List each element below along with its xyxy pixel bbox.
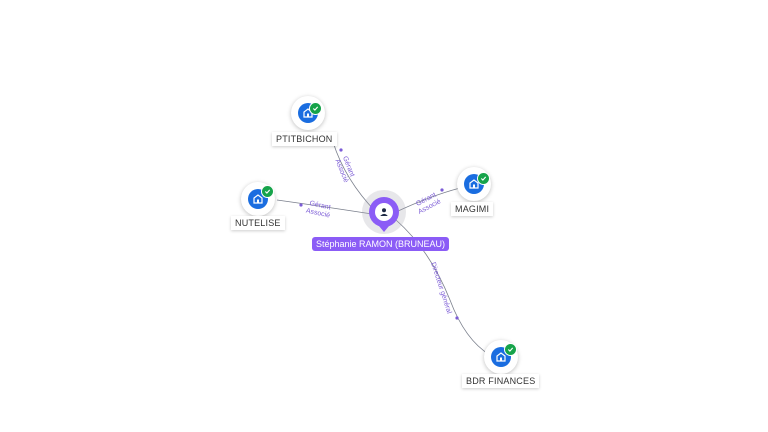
edge-label-bdr-finances: Directeur général [429,261,452,315]
person-badge[interactable] [369,197,399,232]
company-node-ptitbichon[interactable]: PTITBICHON [272,96,342,150]
edge-nutelise [276,199,373,215]
edge-arrow-bdr-finances [455,316,459,320]
company-node-magimi[interactable]: MAGIMI [451,167,501,221]
check-icon [504,343,517,356]
edge-arrow-magimi [440,188,444,192]
company-node-bdr-finances[interactable]: BDR FINANCES [462,338,542,392]
edge-magimi [395,187,461,213]
edge-arrow-nutelise [299,203,303,207]
edge-label-nutelise-1: Gérant [309,200,331,211]
person-halo[interactable] [362,190,406,234]
person-icon [375,203,393,221]
company-badge[interactable] [291,96,325,130]
check-icon [477,172,490,185]
check-icon [309,102,322,115]
person-label[interactable]: Stéphanie RAMON (BRUNEAU) [312,237,450,251]
company-label[interactable]: PTITBICHON [272,132,337,146]
company-node-nutelise[interactable]: NUTELISE [231,182,291,236]
check-icon [261,185,274,198]
edge-arrow-ptitbichon [339,148,343,152]
company-label[interactable]: MAGIMI [451,202,494,216]
person-node[interactable]: Stéphanie RAMON (BRUNEAU) [312,190,456,254]
company-label[interactable]: NUTELISE [231,216,285,230]
person-pointer [379,226,389,232]
company-label[interactable]: BDR FINANCES [462,374,540,388]
edge-label-nutelise-2: Associé [305,208,331,220]
